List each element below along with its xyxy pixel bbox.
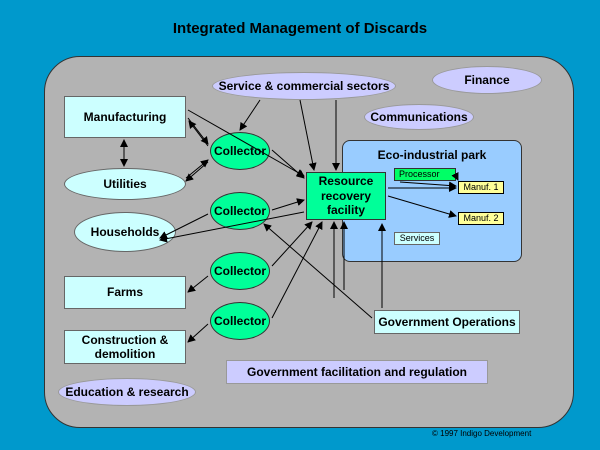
- collector-node: Collector: [210, 192, 270, 230]
- communications-node: Communications: [364, 104, 474, 130]
- eco-industrial-park-label: Eco-industrial park: [377, 148, 487, 162]
- farms-node: Farms: [64, 276, 186, 309]
- education-research-node: Education & research: [58, 378, 196, 406]
- service-commercial-node: Service & commercial sectors: [212, 72, 396, 100]
- government-operations-node: Government Operations: [374, 310, 520, 334]
- collector-node: Collector: [210, 302, 270, 340]
- services-node: Services: [394, 232, 440, 245]
- processor-node: Processor: [394, 168, 456, 181]
- households-node: Households: [74, 212, 176, 252]
- finance-node: Finance: [432, 66, 542, 94]
- manuf-1-node: Manuf. 1: [458, 181, 504, 194]
- construction-demolition-node: Construction & demolition: [64, 330, 186, 364]
- collector-node: Collector: [210, 132, 270, 170]
- diagram-title: Integrated Management of Discards: [172, 20, 428, 37]
- manufacturing-node: Manufacturing: [64, 96, 186, 138]
- collector-node: Collector: [210, 252, 270, 290]
- manuf-2-node: Manuf. 2: [458, 212, 504, 225]
- utilities-node: Utilities: [64, 168, 186, 200]
- resource-recovery-facility-node: Resource recovery facility: [306, 172, 386, 220]
- copyright-text: © 1997 Indigo Development: [432, 429, 532, 438]
- government-facilitation-node: Government facilitation and regulation: [226, 360, 488, 384]
